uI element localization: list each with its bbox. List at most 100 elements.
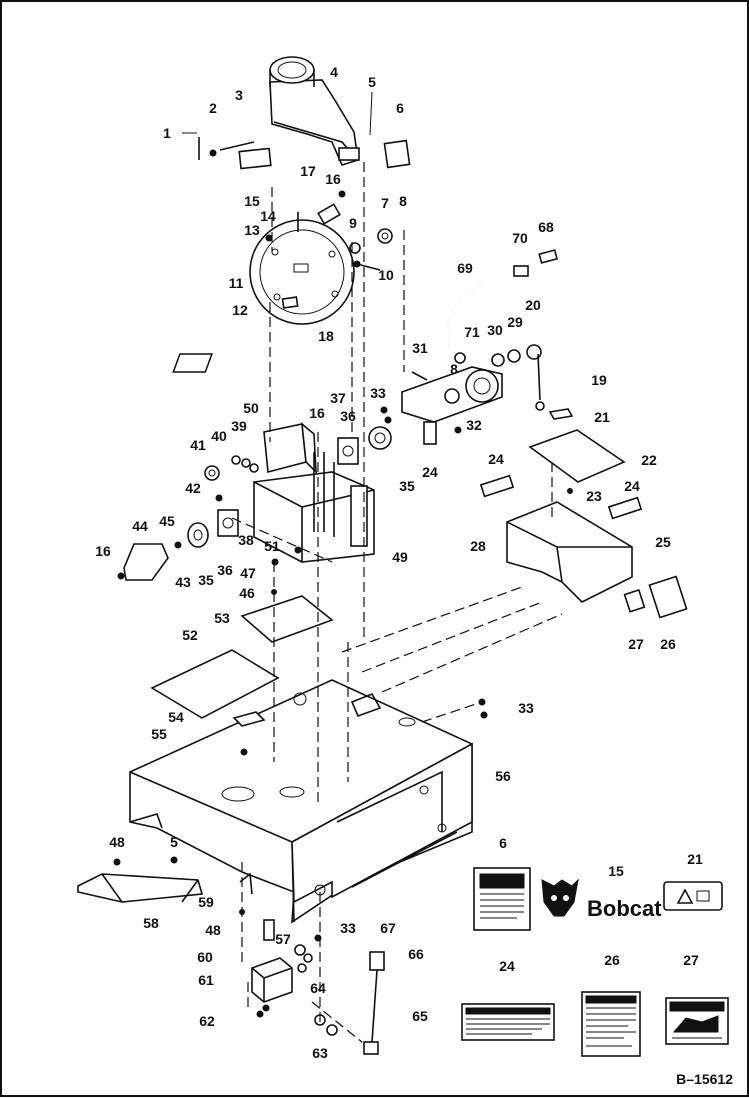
callout-29: 29 xyxy=(507,314,523,330)
callout-36: 36 xyxy=(217,562,233,578)
callout-15: 15 xyxy=(244,193,260,209)
bobcat-wordmark: Bobcat xyxy=(587,896,662,921)
plate-18 xyxy=(172,353,213,373)
actuator-motor xyxy=(368,344,545,450)
callout-69: 69 xyxy=(457,260,473,276)
callout-53: 53 xyxy=(214,610,230,626)
drawing-number: B–15612 xyxy=(676,1071,733,1087)
callout-71: 71 xyxy=(464,324,480,340)
right-cover-plate xyxy=(479,408,688,619)
callout-27: 27 xyxy=(683,952,699,968)
hose-assembly xyxy=(446,249,559,364)
callout-4: 4 xyxy=(330,64,338,80)
callout-27: 27 xyxy=(628,636,644,652)
callout-11: 11 xyxy=(228,275,244,291)
callout-35: 35 xyxy=(399,478,415,494)
callout-66: 66 xyxy=(408,946,424,962)
callout-37: 37 xyxy=(330,390,346,406)
callout-21: 21 xyxy=(687,851,703,867)
callout-35: 35 xyxy=(198,572,214,588)
callout-65: 65 xyxy=(412,1008,428,1024)
callout-68: 68 xyxy=(538,219,554,235)
callout-13: 13 xyxy=(244,222,260,238)
decal-6 xyxy=(473,867,531,931)
decal-26 xyxy=(581,991,641,1057)
decal-24 xyxy=(461,1003,555,1041)
callout-12: 12 xyxy=(232,302,248,318)
callout-59: 59 xyxy=(198,894,214,910)
callout-14: 14 xyxy=(260,208,276,224)
callout-45: 45 xyxy=(159,513,175,529)
bobcat-logo-icon xyxy=(541,878,579,917)
callout-16: 16 xyxy=(95,543,111,559)
callout-32: 32 xyxy=(466,417,482,433)
callout-52: 52 xyxy=(182,627,198,643)
callout-25: 25 xyxy=(655,534,671,550)
callout-24: 24 xyxy=(488,451,504,467)
callout-67: 67 xyxy=(380,920,396,936)
callout-51: 51 xyxy=(264,538,280,554)
callout-20: 20 xyxy=(525,297,541,313)
callout-24: 24 xyxy=(624,478,640,494)
lower-latch-assembly xyxy=(251,919,385,1055)
callout-8: 8 xyxy=(450,361,458,377)
callout-24: 24 xyxy=(499,958,515,974)
callout-9: 9 xyxy=(349,215,357,231)
callout-33: 33 xyxy=(518,700,534,716)
callout-8: 8 xyxy=(399,193,407,209)
callout-50: 50 xyxy=(243,400,259,416)
fasteners-upper xyxy=(349,228,393,271)
callout-18: 18 xyxy=(318,328,334,344)
callout-58: 58 xyxy=(143,915,159,931)
callout-5: 5 xyxy=(368,74,376,90)
main-frame xyxy=(129,679,488,924)
callout-5: 5 xyxy=(170,834,178,850)
callout-16: 16 xyxy=(325,171,341,187)
callout-46: 46 xyxy=(239,585,255,601)
callout-70: 70 xyxy=(512,230,528,246)
callout-2: 2 xyxy=(209,100,217,116)
callout-23: 23 xyxy=(586,488,602,504)
callout-7: 7 xyxy=(381,195,389,211)
callout-15: 15 xyxy=(608,863,624,879)
callout-6: 6 xyxy=(499,835,507,851)
callout-48: 48 xyxy=(109,834,125,850)
elbow-housing xyxy=(182,56,411,170)
callout-38: 38 xyxy=(238,532,254,548)
tow-bar xyxy=(77,856,253,915)
callout-54: 54 xyxy=(168,709,184,725)
mounting-frame xyxy=(217,422,375,563)
callout-19: 19 xyxy=(591,372,607,388)
callout-39: 39 xyxy=(231,418,247,434)
callout-10: 10 xyxy=(378,267,394,283)
callout-55: 55 xyxy=(151,726,167,742)
callout-31: 31 xyxy=(412,340,428,356)
callout-21: 21 xyxy=(594,409,610,425)
callout-62: 62 xyxy=(199,1013,215,1029)
callout-43: 43 xyxy=(175,574,191,590)
callout-60: 60 xyxy=(197,949,213,965)
callout-16: 16 xyxy=(309,405,325,421)
callout-64: 64 xyxy=(310,980,326,996)
decal-27-danger xyxy=(665,997,729,1045)
callout-1: 1 xyxy=(163,125,171,141)
callout-41: 41 xyxy=(190,437,206,453)
callout-40: 40 xyxy=(211,428,227,444)
callout-48: 48 xyxy=(205,922,221,938)
callout-33: 33 xyxy=(340,920,356,936)
bearing-stack-left xyxy=(117,455,302,581)
callout-57: 57 xyxy=(275,931,291,947)
callout-61: 61 xyxy=(198,972,214,988)
decal-21 xyxy=(663,881,723,911)
callout-3: 3 xyxy=(235,87,243,103)
callout-26: 26 xyxy=(660,636,676,652)
callout-33: 33 xyxy=(370,385,386,401)
callout-63: 63 xyxy=(312,1045,328,1061)
callout-49: 49 xyxy=(392,549,408,565)
callout-36: 36 xyxy=(340,408,356,424)
round-plate xyxy=(249,190,355,325)
assembly-lines xyxy=(231,162,563,1043)
callout-6: 6 xyxy=(396,100,404,116)
callout-44: 44 xyxy=(132,518,148,534)
